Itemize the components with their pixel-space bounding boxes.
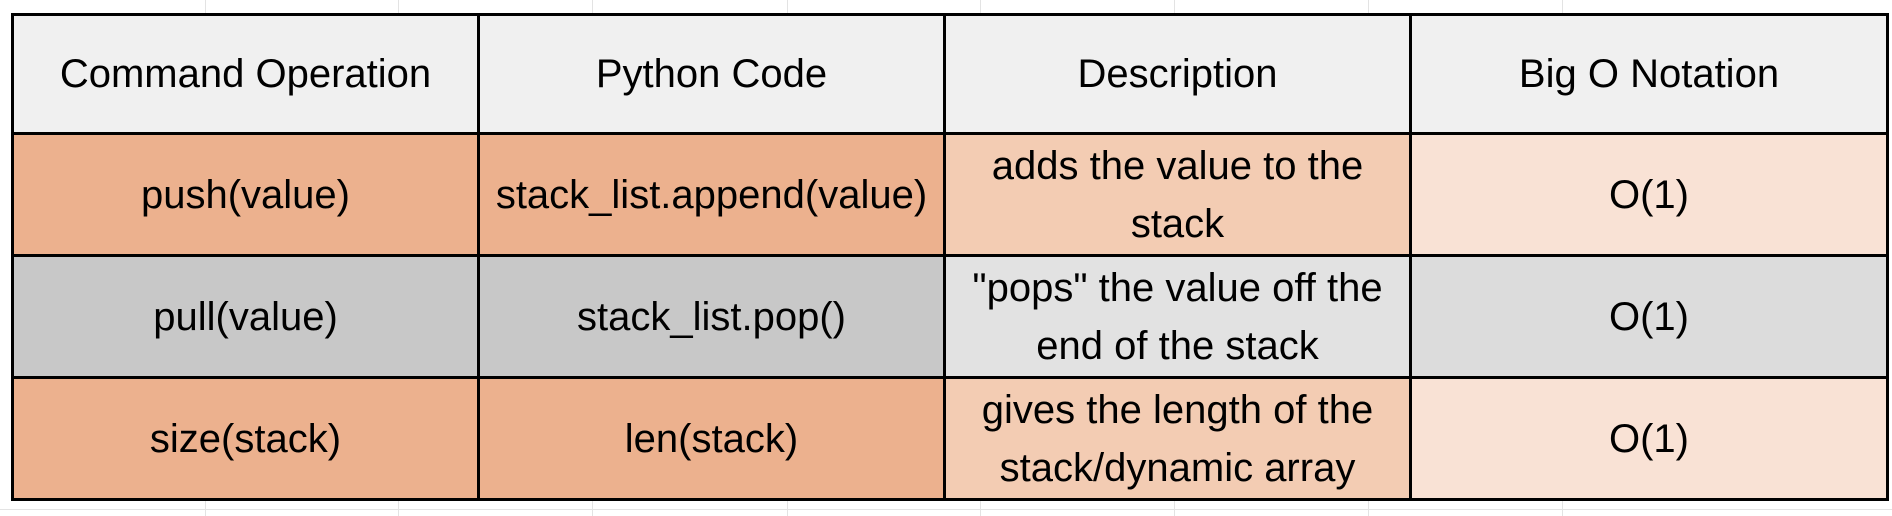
table-row: push(value) stack_list.append(value) add… — [11, 132, 1889, 257]
header-description[interactable]: Description — [943, 13, 1412, 135]
cell-description[interactable]: gives the length of the stack/dynamic ar… — [943, 376, 1412, 501]
cell-operation[interactable]: push(value) — [11, 132, 480, 257]
cell-description[interactable]: adds the value to the stack — [943, 132, 1412, 257]
stack-operations-table-wrap: Command Operation Python Code Descriptio… — [11, 13, 1889, 501]
cell-big-o[interactable]: O(1) — [1409, 132, 1889, 257]
cell-python-code[interactable]: stack_list.append(value) — [477, 132, 946, 257]
cell-python-code[interactable]: stack_list.pop() — [477, 254, 946, 379]
stack-operations-table: Command Operation Python Code Descriptio… — [11, 13, 1889, 501]
header-command-operation[interactable]: Command Operation — [11, 13, 480, 135]
table-row: size(stack) len(stack) gives the length … — [11, 376, 1889, 501]
cell-python-code[interactable]: len(stack) — [477, 376, 946, 501]
cell-description[interactable]: "pops" the value off the end of the stac… — [943, 254, 1412, 379]
header-python-code[interactable]: Python Code — [477, 13, 946, 135]
cell-big-o[interactable]: O(1) — [1409, 376, 1889, 501]
table-row: pull(value) stack_list.pop() "pops" the … — [11, 254, 1889, 379]
header-row: Command Operation Python Code Descriptio… — [11, 13, 1889, 135]
cell-operation[interactable]: pull(value) — [11, 254, 480, 379]
header-big-o-notation[interactable]: Big O Notation — [1409, 13, 1889, 135]
cell-big-o[interactable]: O(1) — [1409, 254, 1889, 379]
gridline — [0, 509, 1892, 510]
cell-operation[interactable]: size(stack) — [11, 376, 480, 501]
